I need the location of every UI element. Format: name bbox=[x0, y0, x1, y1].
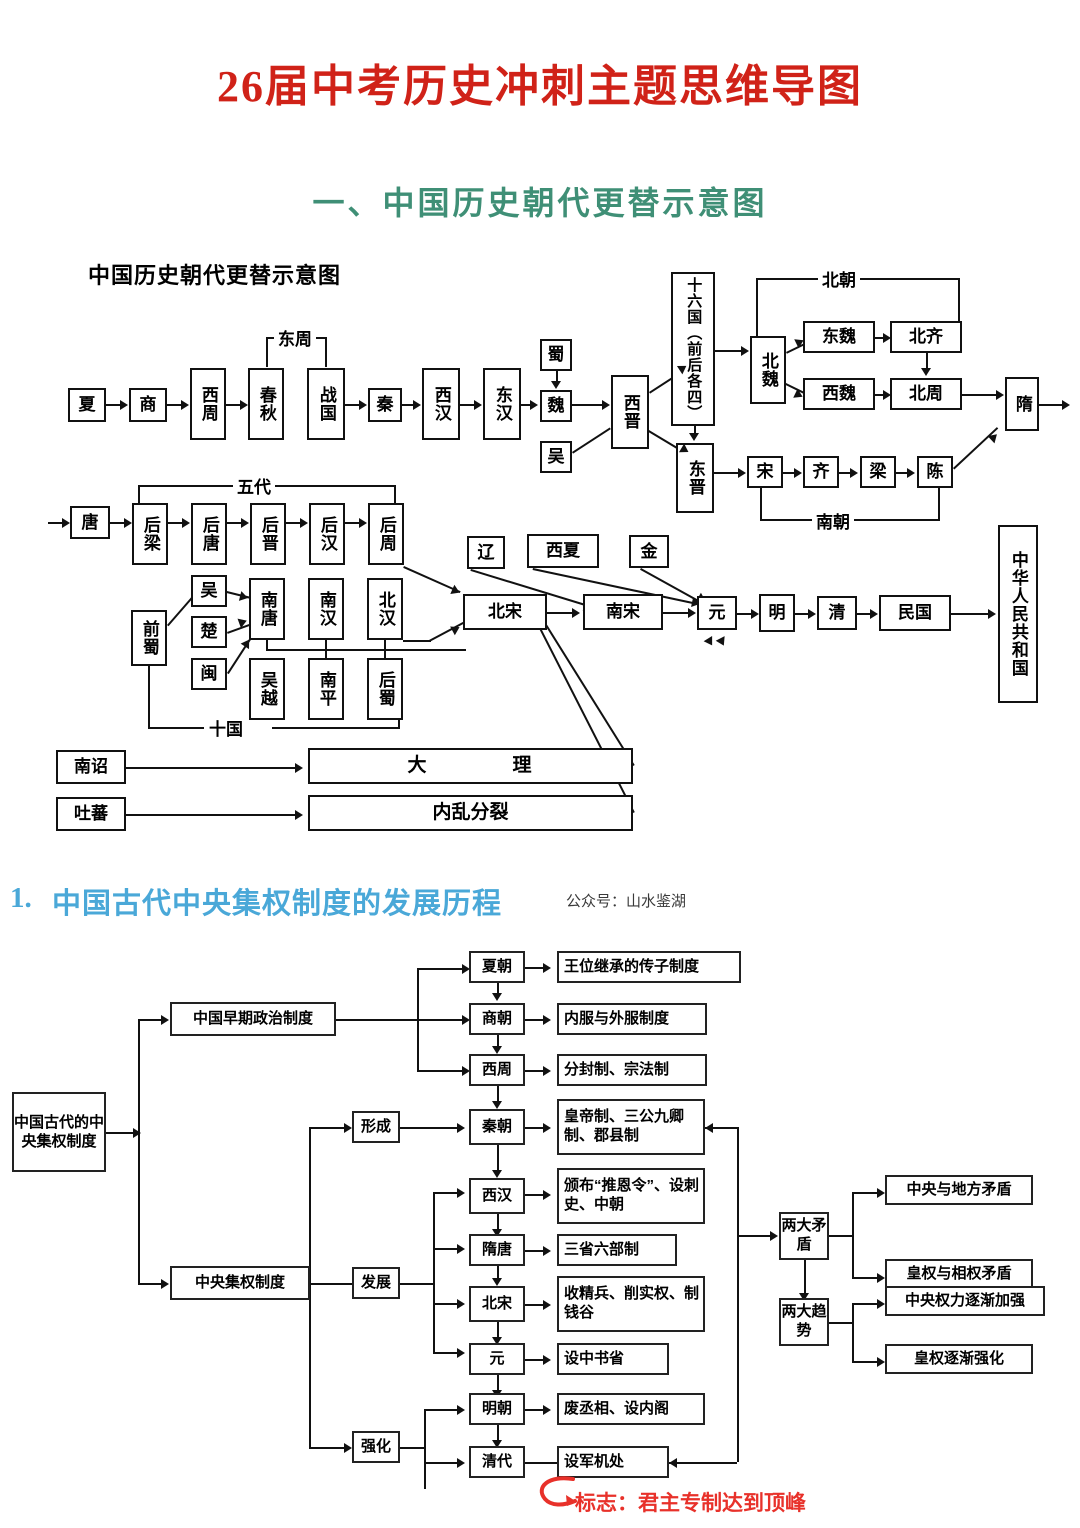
cz-dynasty-xihan[interactable]: 西汉 bbox=[469, 1178, 525, 1214]
cz-trend-item-2[interactable]: 皇权逐渐强化 bbox=[885, 1344, 1033, 1374]
dynasty-box-houliang[interactable]: 后梁 bbox=[132, 503, 168, 565]
dynasty-box-qi[interactable]: 齐 bbox=[803, 456, 839, 488]
dynasty-box-ming[interactable]: 明 bbox=[759, 594, 795, 632]
cz-trend-item-1[interactable]: 中央权力逐渐加强 bbox=[885, 1286, 1045, 1316]
cz-dynasty-shang[interactable]: 商朝 bbox=[469, 1003, 525, 1035]
dynasty-box-sui[interactable]: 隋 bbox=[1005, 377, 1039, 431]
dynasty-box-song[interactable]: 宋 bbox=[747, 456, 783, 488]
cz-stage-development[interactable]: 发展 bbox=[352, 1267, 400, 1299]
dynasty-box-xihan[interactable]: 西汉 bbox=[422, 368, 460, 440]
dynasty-box-prc[interactable]: 中华人民共和国 bbox=[998, 525, 1038, 703]
dynasty-box-houshu[interactable]: 后蜀 bbox=[367, 658, 403, 720]
cz-dynasty-yuan[interactable]: 元 bbox=[469, 1343, 525, 1375]
cz-detail-xizhou[interactable]: 分封制、宗法制 bbox=[557, 1054, 707, 1086]
bracket-label-beichao: 北朝 bbox=[818, 266, 860, 291]
cz-dynasty-xizhou[interactable]: 西周 bbox=[469, 1054, 525, 1086]
dynasty-box-shiliuguo[interactable]: 十六国（前后各四） bbox=[671, 272, 715, 426]
dynasty-box-chunqiu[interactable]: 春秋 bbox=[248, 368, 284, 440]
dynasty-box-dongwei[interactable]: 东魏 bbox=[803, 321, 875, 353]
dynasty-box-houjin[interactable]: 后晋 bbox=[250, 503, 286, 565]
dynasty-box-beisong[interactable]: 北宋 bbox=[463, 594, 547, 630]
cz-detail-yuan[interactable]: 设中书省 bbox=[557, 1343, 669, 1375]
dynasty-box-shang[interactable]: 商 bbox=[129, 388, 167, 422]
dynasty-box-zhanguo[interactable]: 战国 bbox=[307, 368, 345, 440]
bracket-label-shiguo: 十国 bbox=[205, 715, 247, 740]
dynasty-box-wuyue[interactable]: 吴越 bbox=[249, 658, 285, 720]
cz-detail-mingchao[interactable]: 废丞相、设内阁 bbox=[557, 1393, 705, 1425]
dynasty-box-neiluanfenlie[interactable]: 内乱分裂 bbox=[308, 795, 633, 831]
dynasty-box-chen[interactable]: 陈 bbox=[917, 456, 953, 488]
cz-detail-xihan[interactable]: 颁布“推恩令”、设刺史、中朝 bbox=[557, 1168, 705, 1224]
bracket-label-dongzhou: 东周 bbox=[274, 325, 316, 350]
dynasty-box-wu-kingdom[interactable]: 吴 bbox=[191, 575, 227, 607]
dynasty-box-nanping[interactable]: 南平 bbox=[308, 658, 344, 720]
cz-dynasty-qingdai[interactable]: 清代 bbox=[469, 1446, 525, 1478]
subsection-number: 1. bbox=[10, 882, 32, 914]
red-curved-arrow-icon bbox=[539, 1476, 577, 1507]
dynasty-box-beizhou[interactable]: 北周 bbox=[890, 378, 962, 410]
dynasty-box-qing[interactable]: 清 bbox=[817, 596, 857, 630]
dynasty-box-nanzhao[interactable]: 南诏 bbox=[56, 750, 126, 784]
dynasty-box-xijin[interactable]: 西晋 bbox=[611, 375, 649, 449]
cz-dynasty-beisong[interactable]: 北宋 bbox=[469, 1286, 525, 1322]
dynasty-box-minguo[interactable]: 民国 bbox=[879, 595, 951, 631]
dynasty-box-tubo[interactable]: 吐蕃 bbox=[56, 797, 126, 831]
dynasty-box-beiwei[interactable]: 北魏 bbox=[750, 336, 786, 404]
dynasty-box-yuan[interactable]: 元 bbox=[697, 596, 737, 630]
dynasty-box-xia[interactable]: 夏 bbox=[68, 388, 106, 422]
dynasty-box-beiqi[interactable]: 北齐 bbox=[890, 321, 962, 353]
dynasty-box-qin[interactable]: 秦 bbox=[368, 388, 402, 422]
dynasty-box-jin-state[interactable]: 金 bbox=[629, 535, 669, 568]
cz-detail-beisong[interactable]: 收精兵、削实权、制钱谷 bbox=[557, 1276, 705, 1332]
section-heading-one: 一、中国历史朝代更替示意图 bbox=[312, 185, 768, 221]
subsection-title: 中国古代中央集权制度的发展历程 bbox=[52, 888, 503, 920]
dynasty-box-wei[interactable]: 魏 bbox=[540, 390, 572, 422]
cz-detail-qin[interactable]: 皇帝制、三公九卿制、郡县制 bbox=[557, 1099, 705, 1155]
dynasty-box-houzhou[interactable]: 后周 bbox=[368, 503, 404, 565]
dynasty-box-xixia[interactable]: 西夏 bbox=[527, 534, 599, 568]
dynasty-box-dongjin[interactable]: 东晋 bbox=[676, 443, 714, 513]
dynasty-box-liang[interactable]: 梁 bbox=[860, 456, 896, 488]
cz-detail-suitang[interactable]: 三省六部制 bbox=[557, 1234, 677, 1266]
dynasty-box-min[interactable]: 闽 bbox=[191, 658, 227, 690]
cz-early-politics-box[interactable]: 中国早期政治制度 bbox=[170, 1002, 336, 1036]
dynasty-box-nansong[interactable]: 南宋 bbox=[583, 594, 663, 630]
dynasty-box-tang[interactable]: 唐 bbox=[70, 506, 110, 539]
cz-detail-shang[interactable]: 内服与外服制度 bbox=[557, 1003, 707, 1035]
cz-stage-formation[interactable]: 形成 bbox=[352, 1111, 400, 1143]
cz-contradiction-item-1[interactable]: 中央与地方矛盾 bbox=[885, 1175, 1033, 1205]
dynasty-box-donghan[interactable]: 东汉 bbox=[483, 368, 521, 440]
dynasty-box-nanhan[interactable]: 南汉 bbox=[308, 578, 344, 640]
cz-contradiction-item-2[interactable]: 皇权与相权矛盾 bbox=[885, 1259, 1033, 1289]
cz-detail-xia[interactable]: 王位继承的传子制度 bbox=[557, 951, 741, 983]
red-annotation-text: 标志：君主专制达到顶峰 bbox=[575, 1492, 806, 1515]
cz-two-trends-box[interactable]: 两大趋势 bbox=[779, 1298, 829, 1346]
dynasty-box-xiwei[interactable]: 西魏 bbox=[803, 378, 875, 410]
watermark-text: 公众号：山水鉴湖 bbox=[566, 894, 687, 910]
bracket-label-wudai: 五代 bbox=[233, 473, 275, 498]
cz-dynasty-suitang[interactable]: 隋唐 bbox=[469, 1234, 525, 1266]
dynasty-box-nantang[interactable]: 南唐 bbox=[249, 578, 285, 640]
dynasty-box-qianshu[interactable]: 前蜀 bbox=[131, 610, 167, 666]
dynasty-chart-caption: 中国历史朝代更替示意图 bbox=[88, 263, 342, 288]
cz-two-contradictions-box[interactable]: 两大矛盾 bbox=[779, 1212, 829, 1260]
cz-central-system-box[interactable]: 中央集权制度 bbox=[170, 1266, 310, 1300]
cz-dynasty-mingchao[interactable]: 明朝 bbox=[469, 1393, 525, 1425]
dynasty-box-houtang[interactable]: 后唐 bbox=[191, 503, 227, 565]
dynasty-box-houhan[interactable]: 后汉 bbox=[309, 503, 345, 565]
cz-dynasty-qin[interactable]: 秦朝 bbox=[469, 1109, 525, 1145]
cz-stage-strengthening[interactable]: 强化 bbox=[352, 1431, 400, 1463]
dynasty-box-xizhou[interactable]: 西周 bbox=[190, 368, 226, 440]
page-title: 26届中考历史冲刺主题思维导图 bbox=[217, 62, 863, 111]
bracket-label-nanchao: 南朝 bbox=[812, 508, 854, 533]
cz-detail-qingdai[interactable]: 设军机处 bbox=[557, 1446, 669, 1478]
dynasty-box-dali[interactable]: 大 理 bbox=[308, 748, 633, 784]
dynasty-box-beihan[interactable]: 北汉 bbox=[367, 578, 403, 640]
cz-dynasty-xia[interactable]: 夏朝 bbox=[469, 951, 525, 983]
dynasty-box-chu[interactable]: 楚 bbox=[191, 616, 227, 648]
cz-root-box[interactable]: 中国古代的中央集权制度 bbox=[12, 1092, 106, 1172]
dynasty-box-wu[interactable]: 吴 bbox=[540, 441, 572, 473]
dynasty-box-shu[interactable]: 蜀 bbox=[540, 339, 572, 371]
dynasty-box-liao[interactable]: 辽 bbox=[467, 536, 505, 569]
